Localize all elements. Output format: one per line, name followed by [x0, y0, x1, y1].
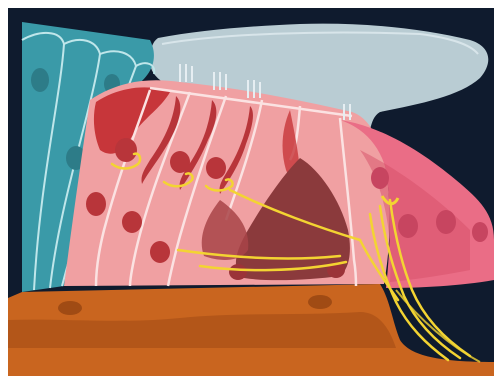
nucleus-9	[398, 214, 418, 238]
nucleus-10	[436, 210, 456, 234]
nucleus-3	[206, 157, 226, 179]
nucleus-1	[115, 138, 137, 162]
basilar-cell-1	[58, 301, 82, 315]
teal-nucleus-1	[31, 68, 49, 92]
basilar-cell-2	[308, 295, 332, 309]
nucleus-6	[150, 241, 170, 263]
nucleus-12	[472, 222, 488, 242]
nucleus-5	[122, 211, 142, 233]
nucleus-7	[229, 264, 247, 280]
nucleus-11	[371, 167, 389, 189]
nucleus-2	[170, 151, 190, 173]
nucleus-4	[86, 192, 106, 216]
